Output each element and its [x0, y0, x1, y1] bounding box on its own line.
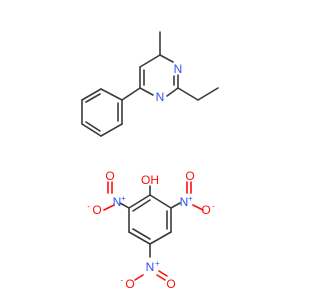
- atom-nitro-right-o: O: [185, 169, 194, 183]
- bond-r6-r1: [128, 194, 151, 209]
- charge-nitro-bottom-o: -: [120, 276, 123, 285]
- structure-canvas: N N OH N + O - O N + O - O: [81, 31, 219, 291]
- pyrimidine-molecule: [81, 31, 219, 137]
- bond-r1-r2: [149, 194, 172, 209]
- bond-nr-o1: [192, 204, 204, 211]
- atom-n1: N: [156, 90, 165, 104]
- bond-c6-phenyl: [121, 87, 141, 101]
- bond-r6-r1-double: [132, 199, 151, 212]
- bond-c4-c5: [139, 54, 161, 68]
- atom-nitro-left-o: O: [105, 169, 114, 183]
- bond-nb-o2-double: [158, 270, 168, 277]
- bond-n1-c2: [166, 87, 179, 97]
- bond-r4-r5: [128, 231, 151, 245]
- bond-c2-ch2: [177, 87, 199, 101]
- atom-oh: OH: [141, 173, 159, 187]
- atom-nitro-right-o-minus: O: [201, 203, 210, 217]
- bond-nb-o2: [156, 274, 166, 281]
- charge-nitro-right-n: +: [188, 194, 193, 203]
- bond-c6-n1: [139, 87, 154, 96]
- bond-ph2-ph3-double: [85, 93, 101, 103]
- bond-ph5-ph6: [100, 123, 123, 137]
- atom-nitro-bottom-o-minus: O: [125, 277, 134, 291]
- bond-ph2-ph3: [81, 88, 102, 101]
- picric-acid-molecule: [119, 185, 181, 258]
- charge-nitro-right-o: -: [212, 202, 215, 211]
- atom-nitro-bottom-o: O: [166, 277, 175, 291]
- chemical-structure-diagram: N N OH N + O - O N + O - O: [81, 31, 219, 291]
- bond-ph1-ph2: [100, 88, 123, 101]
- bond-nb-o1: [134, 274, 144, 281]
- bond-r3-r4: [149, 231, 172, 245]
- bond-nl-o1: [103, 204, 115, 211]
- atom-nitro-right-n: N: [180, 195, 189, 209]
- bond-ring-nitro-right: [170, 202, 181, 209]
- charge-nitro-bottom-n: +: [155, 259, 160, 268]
- nitro-bonds: [103, 181, 204, 281]
- bond-ch2-ch3: [197, 87, 219, 101]
- bond-ph4-ph5-double: [85, 121, 101, 132]
- charge-nitro-left-n: +: [121, 194, 126, 203]
- atom-nitro-left-n: N: [113, 195, 122, 209]
- bond-ph4-ph5: [81, 123, 102, 137]
- bond-r4-r5-double: [132, 228, 151, 240]
- atom-n3: N: [174, 62, 183, 76]
- atom-nitro-bottom-n: N: [146, 260, 155, 274]
- atom-nitro-left-o-minus: O: [92, 203, 101, 217]
- charge-nitro-left-o: -: [87, 202, 90, 211]
- bond-n3-c4: [159, 54, 174, 63]
- bond-ring-nitro-left: [119, 202, 130, 209]
